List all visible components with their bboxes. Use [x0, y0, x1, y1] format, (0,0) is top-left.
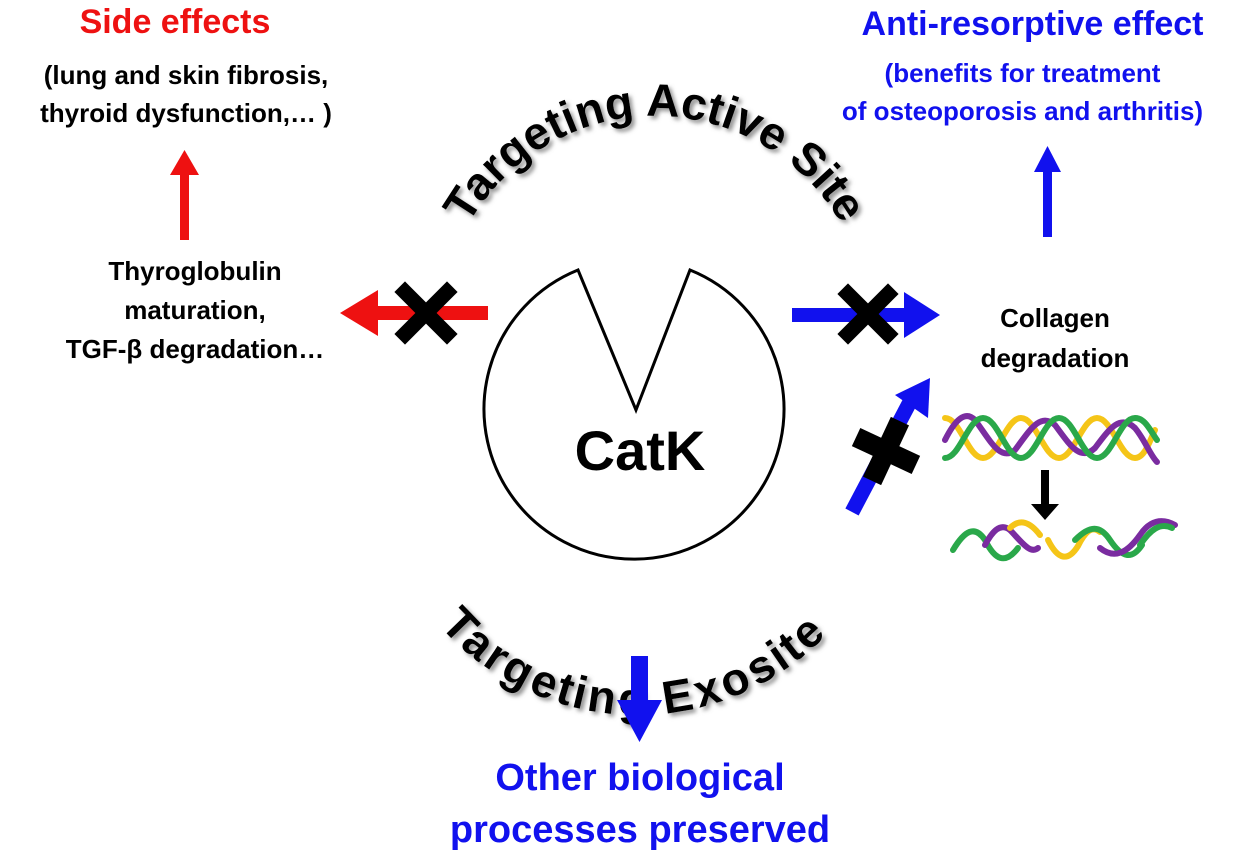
process-line: Thyroglobulin [108, 256, 282, 286]
process-line: maturation, [124, 295, 266, 325]
anti-resorptive-title: Anti-resorptive effect [861, 5, 1204, 43]
block-x-icon-right [837, 283, 899, 345]
outcome-line: processes preserved [449, 809, 831, 851]
anti-resorptive-detail-line: of osteoporosis and arthritis) [841, 96, 1204, 126]
process-line: Collagen [1000, 303, 1110, 333]
catk-enzyme-shape [482, 268, 786, 561]
blue-up-arrow [1034, 146, 1061, 237]
side-effects-title: Side effects [79, 3, 271, 41]
block-x-icon-left [394, 281, 458, 345]
red-up-arrow [170, 150, 199, 240]
thyroglobulin-process-label: Thyroglobulin maturation, TGF-β degradat… [40, 252, 350, 369]
process-line: TGF-β degradation… [65, 334, 325, 364]
outcome-line: Other biological [495, 757, 785, 799]
other-processes-preserved-label: Other biological processes preserved [420, 752, 860, 856]
side-effects-detail: (lung and skin fibrosis, thyroid dysfunc… [0, 56, 372, 132]
anti-resorptive-detail-line: (benefits for treatment [884, 58, 1161, 88]
black-down-arrow [1031, 470, 1059, 520]
collagen-fragments-icon [950, 518, 1178, 562]
catk-label: CatK [575, 419, 706, 482]
process-line: degradation [980, 343, 1130, 373]
anti-resorptive-detail: (benefits for treatment of osteoporosis … [790, 54, 1255, 130]
plus-icon [851, 416, 921, 486]
side-effects-detail-line: (lung and skin fibrosis, [43, 60, 329, 90]
collagen-degradation-label: Collagen degradation [950, 298, 1160, 378]
side-effects-detail-line: thyroid dysfunction,… ) [40, 98, 332, 128]
blue-down-arrow [617, 656, 662, 742]
collagen-triple-helix-icon [942, 413, 1160, 465]
